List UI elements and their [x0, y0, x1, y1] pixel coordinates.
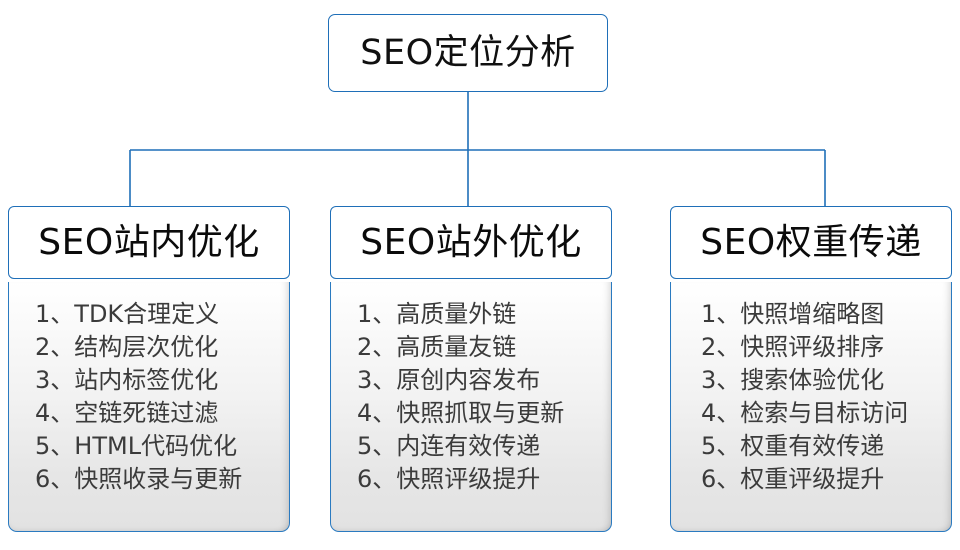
list-item-index: 4 — [35, 399, 51, 427]
branch-header-label-2: SEO站外优化 — [360, 221, 582, 263]
list-item-text: 高质量外链 — [396, 300, 517, 328]
list-item-separator: 、 — [50, 366, 75, 394]
list-item-text: 快照增缩略图 — [740, 300, 885, 328]
list-item-index: 5 — [357, 432, 373, 460]
list-item: 3 、 站内标签优化 — [35, 364, 289, 397]
list-item: 3 、 原创内容发布 — [357, 364, 611, 397]
list-item-index: 3 — [35, 366, 51, 394]
branch-body-2: 1 、 高质量外链 2 、 高质量友链 3 、 原创内容发布 4 、 快 — [330, 282, 612, 532]
list-item-separator: 、 — [372, 399, 397, 427]
list-item-separator: 、 — [50, 432, 75, 460]
list-item-text: 快照抓取与更新 — [396, 399, 565, 427]
list-item-separator: 、 — [372, 432, 397, 460]
list-item-text: 权重评级提升 — [740, 465, 885, 493]
list-item-text: 内连有效传递 — [396, 432, 541, 460]
list-item-separator: 、 — [716, 465, 741, 493]
list-item-text: 权重有效传递 — [740, 432, 885, 460]
list-item-separator: 、 — [716, 432, 741, 460]
branch-column-1: SEO站内优化 1 、 TDK合理定义 2 、 结构层次优化 3 、 站内标签优… — [8, 206, 290, 532]
list-item: 4 、 空链死链过滤 — [35, 397, 289, 430]
list-item-index: 2 — [357, 333, 373, 361]
list-item: 5 、 权重有效传递 — [701, 430, 951, 463]
list-item-index: 6 — [35, 465, 51, 493]
list-item-text: 搜索体验优化 — [740, 366, 885, 394]
list-item-separator: 、 — [372, 465, 397, 493]
root-node[interactable]: SEO定位分析 — [328, 14, 608, 92]
list-item-text: 站内标签优化 — [74, 366, 219, 394]
list-item-index: 1 — [357, 300, 373, 328]
list-item-separator: 、 — [716, 300, 741, 328]
list-item: 6 、 快照收录与更新 — [35, 463, 289, 496]
list-item-separator: 、 — [372, 300, 397, 328]
branch-item-list-1: 1 、 TDK合理定义 2 、 结构层次优化 3 、 站内标签优化 4 、 — [9, 298, 289, 496]
list-item-separator: 、 — [50, 300, 75, 328]
list-item: 1 、 高质量外链 — [357, 298, 611, 331]
list-item-text: 原创内容发布 — [396, 366, 541, 394]
list-item-text: 检索与目标访问 — [740, 399, 909, 427]
list-item-text: TDK合理定义 — [74, 300, 220, 328]
branch-header-label-1: SEO站内优化 — [38, 221, 260, 263]
list-item: 2 、 高质量友链 — [357, 331, 611, 364]
list-item-text: 快照评级排序 — [740, 333, 885, 361]
list-item-index: 3 — [357, 366, 373, 394]
list-item: 4 、 检索与目标访问 — [701, 397, 951, 430]
list-item: 1 、 TDK合理定义 — [35, 298, 289, 331]
branch-header-label-3: SEO权重传递 — [700, 221, 922, 263]
branch-header-3[interactable]: SEO权重传递 — [670, 206, 952, 279]
list-item: 2 、 结构层次优化 — [35, 331, 289, 364]
list-item-index: 4 — [357, 399, 373, 427]
list-item-text: 快照评级提升 — [396, 465, 541, 493]
root-node-label: SEO定位分析 — [360, 32, 576, 73]
list-item-index: 2 — [35, 333, 51, 361]
list-item: 6 、 权重评级提升 — [701, 463, 951, 496]
list-item-index: 6 — [357, 465, 373, 493]
list-item-separator: 、 — [50, 399, 75, 427]
list-item-separator: 、 — [716, 366, 741, 394]
list-item: 1 、 快照增缩略图 — [701, 298, 951, 331]
list-item-text: 空链死链过滤 — [74, 399, 219, 427]
branch-header-1[interactable]: SEO站内优化 — [8, 206, 290, 279]
branch-item-list-2: 1 、 高质量外链 2 、 高质量友链 3 、 原创内容发布 4 、 快 — [331, 298, 611, 496]
list-item-text: 高质量友链 — [396, 333, 517, 361]
branch-column-3: SEO权重传递 1 、 快照增缩略图 2 、 快照评级排序 3 、 搜索体验优化 — [670, 206, 952, 532]
list-item-separator: 、 — [50, 333, 75, 361]
list-item: 4 、 快照抓取与更新 — [357, 397, 611, 430]
list-item-text: 快照收录与更新 — [74, 465, 243, 493]
branch-item-list-3: 1 、 快照增缩略图 2 、 快照评级排序 3 、 搜索体验优化 4 、 — [671, 298, 951, 496]
list-item: 3 、 搜索体验优化 — [701, 364, 951, 397]
list-item-separator: 、 — [372, 366, 397, 394]
list-item-text: 结构层次优化 — [74, 333, 219, 361]
list-item-separator: 、 — [716, 333, 741, 361]
list-item: 5 、 内连有效传递 — [357, 430, 611, 463]
list-item-separator: 、 — [372, 333, 397, 361]
branch-column-2: SEO站外优化 1 、 高质量外链 2 、 高质量友链 3 、 原创内容发布 — [330, 206, 612, 532]
list-item-index: 1 — [35, 300, 51, 328]
list-item-separator: 、 — [716, 399, 741, 427]
list-item: 2 、 快照评级排序 — [701, 331, 951, 364]
list-item-index: 5 — [35, 432, 51, 460]
list-item: 5 、 HTML代码优化 — [35, 430, 289, 463]
list-item-index: 2 — [701, 333, 717, 361]
branch-body-1: 1 、 TDK合理定义 2 、 结构层次优化 3 、 站内标签优化 4 、 — [8, 282, 290, 532]
branch-body-3: 1 、 快照增缩略图 2 、 快照评级排序 3 、 搜索体验优化 4 、 — [670, 282, 952, 532]
list-item: 6 、 快照评级提升 — [357, 463, 611, 496]
list-item-separator: 、 — [50, 465, 75, 493]
list-item-index: 3 — [701, 366, 717, 394]
list-item-text: HTML代码优化 — [74, 432, 238, 460]
list-item-index: 5 — [701, 432, 717, 460]
list-item-index: 6 — [701, 465, 717, 493]
list-item-index: 4 — [701, 399, 717, 427]
list-item-index: 1 — [701, 300, 717, 328]
branch-header-2[interactable]: SEO站外优化 — [330, 206, 612, 279]
